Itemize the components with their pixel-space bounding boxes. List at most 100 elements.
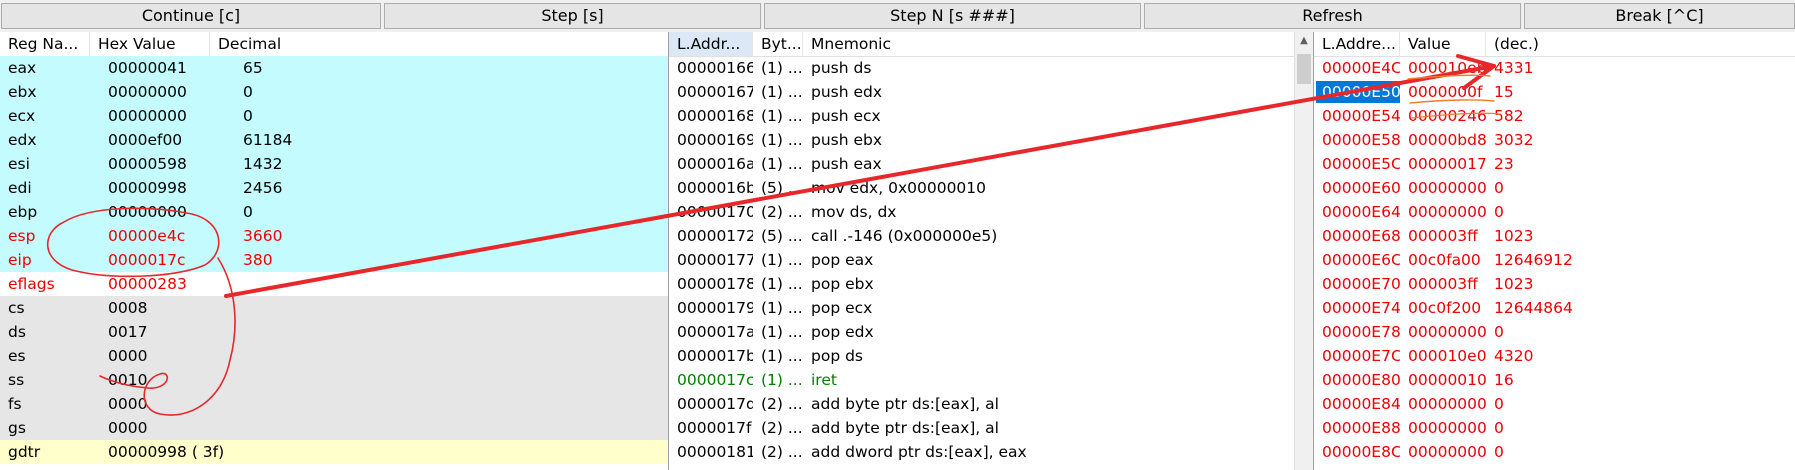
instruction-row[interactable]: 00000177(1) ...pop eax — [669, 248, 1313, 272]
instruction-bytes: (1) ... — [761, 275, 803, 293]
column-header-stack-address[interactable]: L.Addre... — [1314, 32, 1400, 56]
break-button[interactable]: Break [^C] — [1524, 3, 1795, 29]
column-header-stack-value[interactable]: Value — [1400, 32, 1486, 56]
disassembly-scrollbar[interactable]: ▲ — [1294, 32, 1313, 470]
instruction-row[interactable]: 00000167(1) ...push edx — [669, 80, 1313, 104]
stack-value: 00000000 — [1408, 323, 1486, 341]
register-decimal-value — [235, 272, 435, 296]
stack-value: 000003ff — [1408, 275, 1478, 293]
column-header-reg-name[interactable]: Reg Na... — [0, 32, 90, 56]
register-decimal-value — [235, 320, 435, 344]
column-header-mnemonic[interactable]: Mnemonic — [811, 35, 891, 53]
stack-decimal-value: 582 — [1494, 107, 1524, 125]
scroll-up-icon[interactable]: ▲ — [1300, 35, 1308, 46]
instruction-row[interactable]: 00000179(1) ...pop ecx — [669, 296, 1313, 320]
instruction-row[interactable]: 00000170(2) ...mov ds, dx — [669, 200, 1313, 224]
instruction-bytes: (2) ... — [761, 395, 803, 413]
instruction-row[interactable]: 0000016a(1) ...push eax — [669, 152, 1313, 176]
stack-value: 00000000 — [1408, 419, 1486, 437]
column-header-hex-value[interactable]: Hex Value — [90, 32, 210, 56]
register-name: edx — [8, 131, 37, 149]
register-decimal-value — [235, 296, 435, 320]
register-name: eip — [8, 251, 32, 269]
instruction-bytes: (1) ... — [761, 371, 803, 389]
continue-button[interactable]: Continue [c] — [1, 3, 381, 29]
stack-value: 000003ff — [1408, 227, 1478, 245]
instruction-row[interactable]: 00000166(1) ...push ds — [669, 56, 1313, 80]
step-n-button[interactable]: Step N [s ###] — [764, 3, 1141, 29]
stack-header: L.Addre... Value (dec.) — [1314, 32, 1795, 57]
instruction-mnemonic: push ebx — [811, 131, 883, 149]
instruction-address: 0000016a — [677, 155, 753, 173]
scrollbar-thumb[interactable] — [1297, 54, 1311, 84]
instruction-row[interactable]: 0000017d(2) ...add byte ptr ds:[eax], al — [669, 392, 1313, 416]
register-decimal-value — [235, 392, 435, 416]
register-decimal-value: 61184 — [243, 131, 293, 149]
instruction-row[interactable]: 0000017a(1) ...pop edx — [669, 320, 1313, 344]
instruction-row[interactable]: 00000178(1) ...pop ebx — [669, 272, 1313, 296]
instruction-row[interactable]: 0000016b(5) ...mov edx, 0x00000010 — [669, 176, 1313, 200]
instruction-row[interactable]: 00000181(2) ...add dword ptr ds:[eax], e… — [669, 440, 1313, 464]
column-header-decimal[interactable]: Decimal — [218, 35, 282, 53]
stack-address: 00000E70 — [1322, 275, 1400, 293]
instruction-address: 00000170 — [677, 203, 753, 221]
instruction-row[interactable]: 0000017b(1) ...pop ds — [669, 344, 1313, 368]
register-name: es — [8, 347, 26, 365]
instruction-row[interactable]: 00000169(1) ...push ebx — [669, 128, 1313, 152]
register-decimal-value — [235, 416, 435, 440]
refresh-button[interactable]: Refresh — [1144, 3, 1521, 29]
current-instruction-row[interactable]: 0000017c(1) ...iret — [669, 368, 1313, 392]
column-header-bytes[interactable]: Byt... — [753, 32, 803, 56]
instruction-row[interactable]: 00000172(5) ...call .-146 (0x000000e5) — [669, 224, 1313, 248]
instruction-mnemonic: pop ds — [811, 347, 864, 365]
stack-decimal-value: 3032 — [1494, 131, 1534, 149]
column-header-stack-decimal[interactable]: (dec.) — [1494, 35, 1539, 53]
instruction-row[interactable]: 0000017f(2) ...add byte ptr ds:[eax], al — [669, 416, 1313, 440]
instruction-row[interactable]: 00000168(1) ...push ecx — [669, 104, 1313, 128]
register-hex-value: 00000598 — [108, 155, 187, 173]
step-button[interactable]: Step [s] — [384, 3, 761, 29]
instruction-mnemonic: mov ds, dx — [811, 203, 897, 221]
register-name: esi — [8, 155, 30, 173]
column-header-linear-address[interactable]: L.Addr... — [669, 32, 753, 56]
register-decimal-value: 3660 — [243, 227, 283, 245]
debugger-toolbar: Continue [c] Step [s] Step N [s ###] Ref… — [0, 0, 1795, 32]
stack-value: 00c0f200 — [1408, 299, 1482, 317]
instruction-address: 00000177 — [677, 251, 753, 269]
